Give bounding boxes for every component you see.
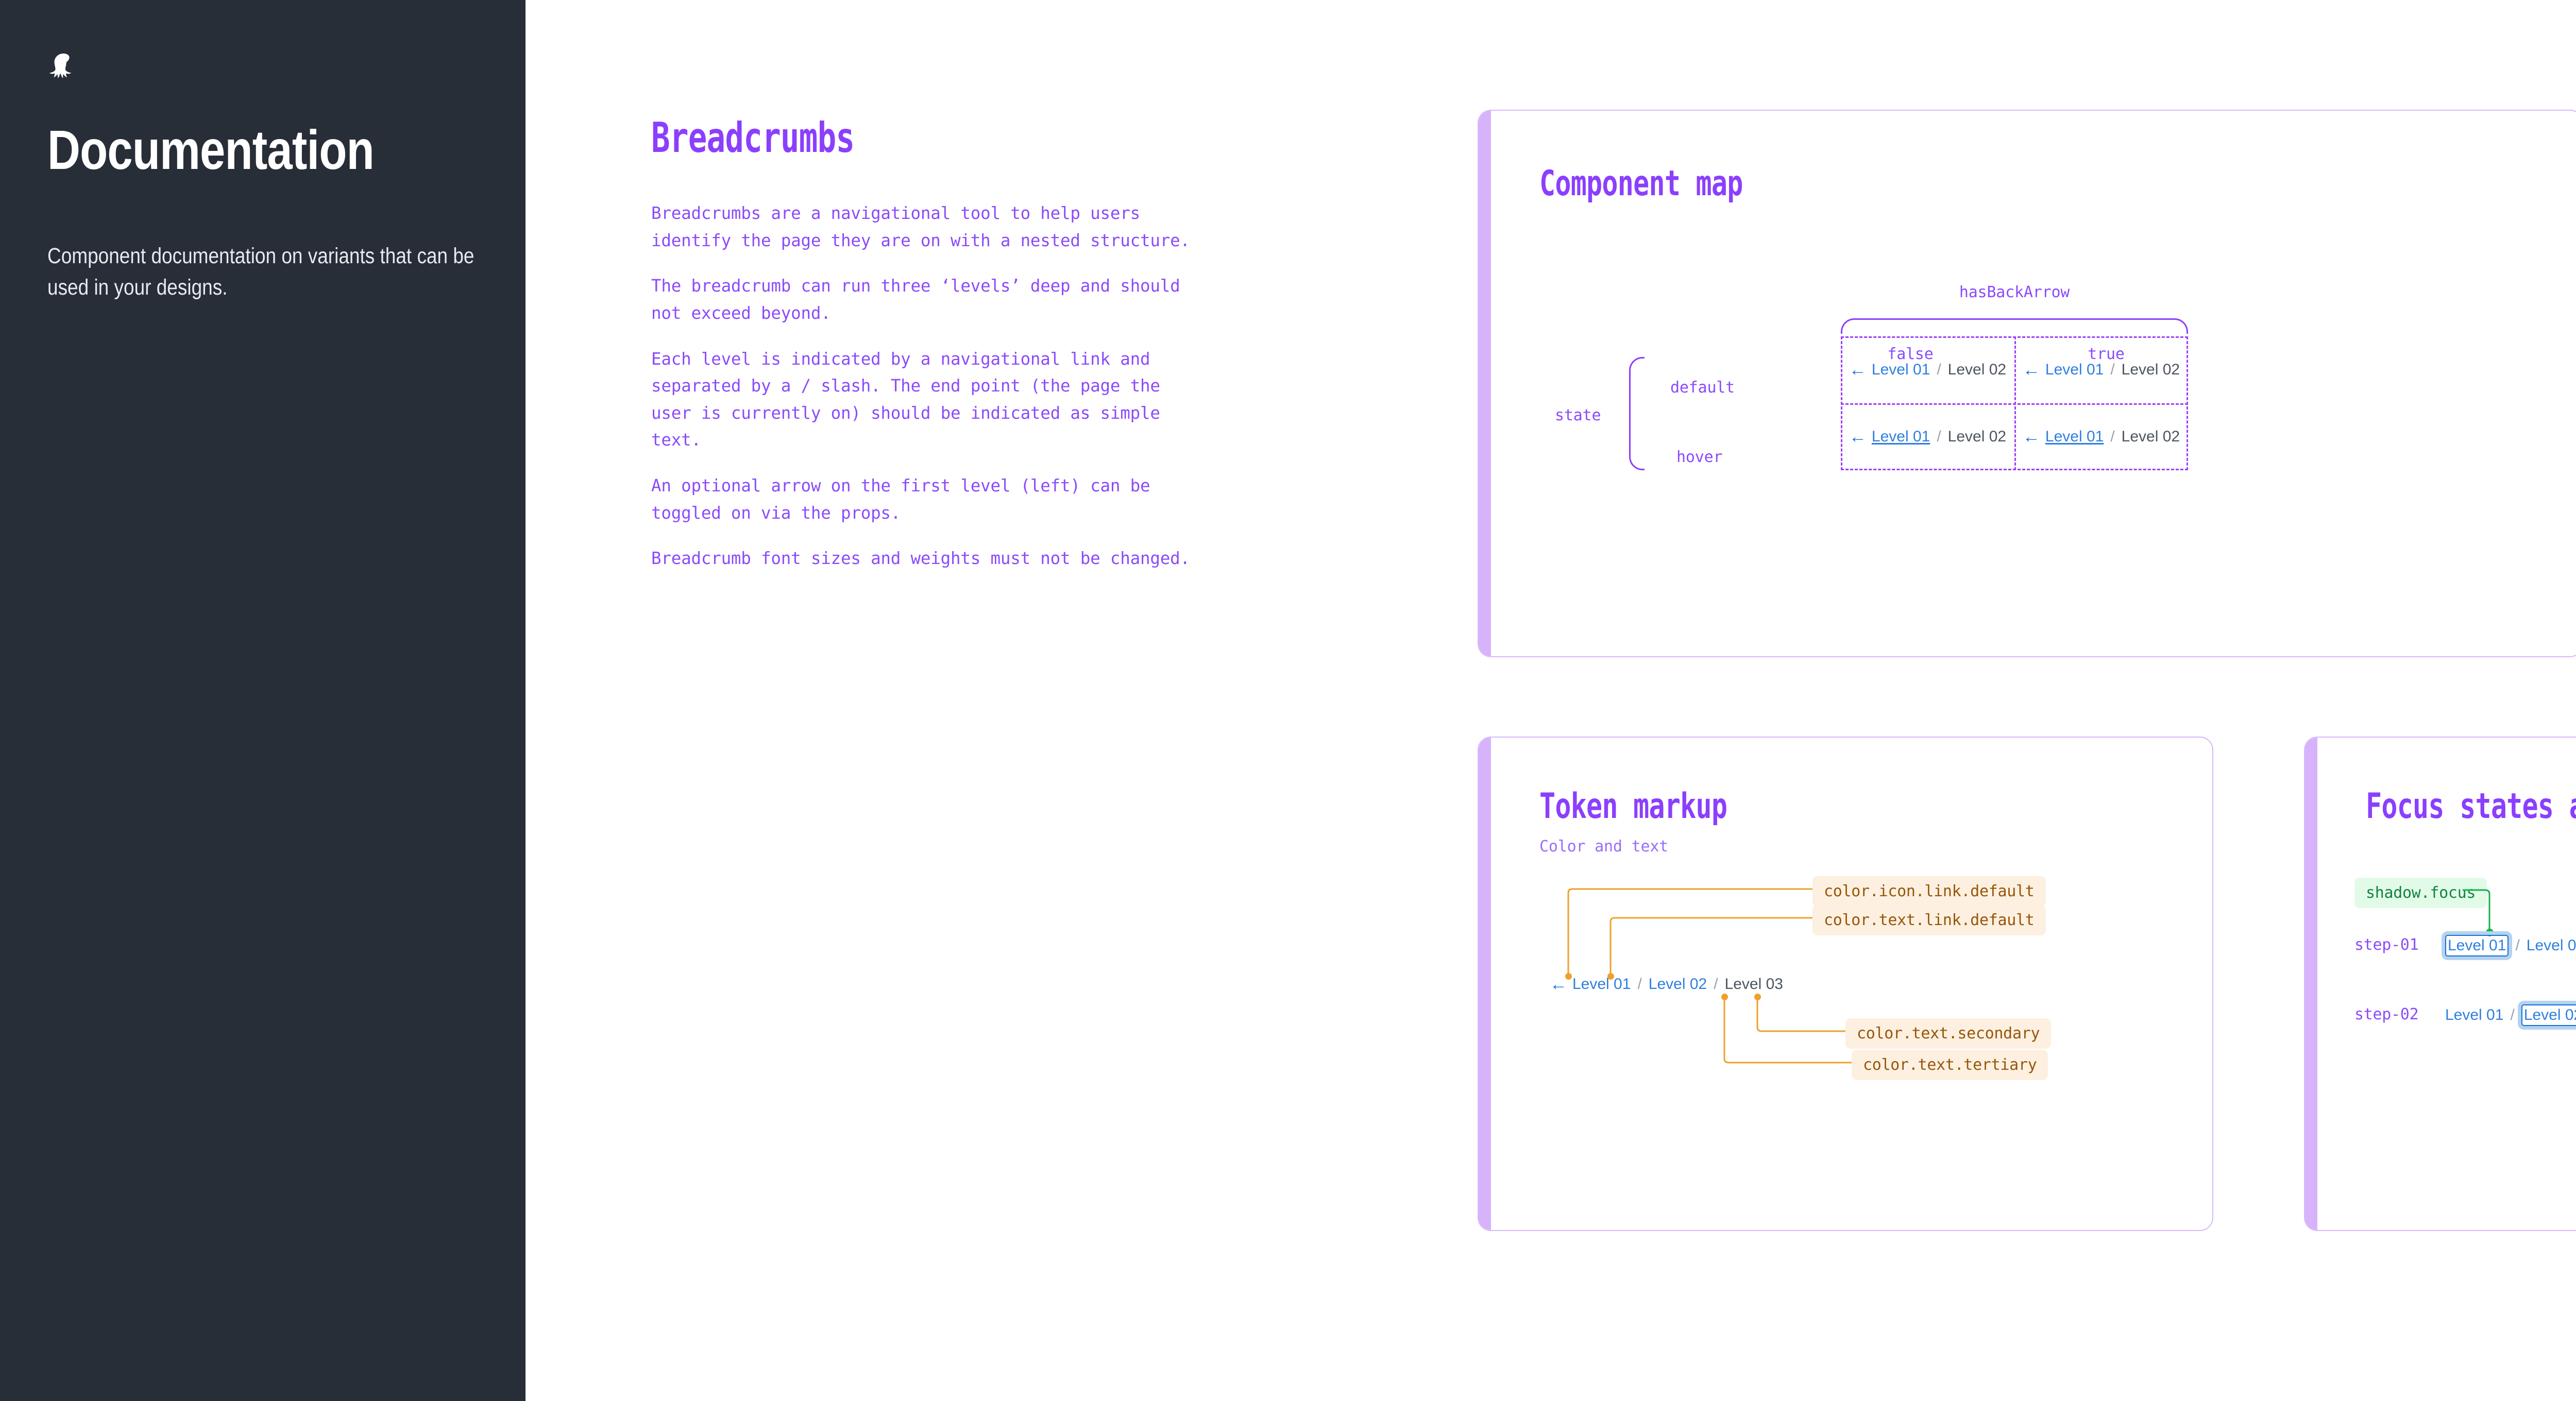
breadcrumb-separator: /: [2110, 361, 2115, 378]
token-chip: color.text.secondary: [1845, 1018, 2052, 1049]
card-title: Focus states and ordering: [2366, 786, 2576, 827]
state-value-hover: hover: [1676, 448, 1723, 466]
token-anchor-dot: [1754, 994, 1761, 1000]
sidebar-description: Component documentation on variants that…: [47, 244, 474, 300]
breadcrumb-link[interactable]: Level 01: [1572, 976, 1631, 993]
breadcrumb-link[interactable]: Level 02: [1648, 976, 1707, 993]
focus-step-row: Level 01 / Level 02 / Level 03: [2445, 1004, 2576, 1026]
token-anchor-dot: [1721, 994, 1728, 1000]
grid-divider-horizontal: [1841, 403, 2188, 405]
page-title: Documentation: [47, 118, 375, 181]
token-chip: color.text.tertiary: [1852, 1050, 2048, 1080]
breadcrumbs-doc-section: Breadcrumbs Breadcrumbs are a navigation…: [651, 117, 1197, 591]
breadcrumb: ← Level 01 / Level 02 / Level 03: [1550, 976, 1783, 993]
card-subtitle: Color and text: [1539, 838, 1669, 856]
state-axis-label: state: [1555, 406, 1601, 424]
breadcrumb-current: Level 02: [2121, 361, 2180, 378]
prop-axis-brace: [1841, 318, 2188, 334]
token-markup-card: Token markup Color and text color.icon.l…: [1478, 737, 2213, 1231]
back-arrow-icon[interactable]: ←: [2022, 427, 2040, 447]
breadcrumb-separator: /: [1714, 976, 1718, 993]
token-chip: color.icon.link.default: [1812, 876, 2046, 907]
focus-token-chip: shadow.focus: [2354, 878, 2487, 908]
variant-cell-default-false: ← Level 01 / Level 02: [1841, 336, 2014, 403]
breadcrumb-current: Level 02: [1947, 428, 2007, 445]
sidebar: Documentation Component documentation on…: [0, 0, 526, 1401]
breadcrumb-link[interactable]: Level 01: [2045, 361, 2104, 378]
breadcrumb-separator: /: [2515, 937, 2520, 954]
token-anchor-dot: [1565, 973, 1572, 980]
focus-anchor-dot: [2486, 929, 2494, 936]
breadcrumb-separator: /: [1937, 428, 1941, 445]
card-title: Component map: [1539, 163, 1743, 204]
breadcrumb-link[interactable]: Level 01: [2045, 428, 2104, 445]
doc-paragraph: The breadcrumb can run three ‘levels’ de…: [651, 276, 1180, 323]
step-label: step-02: [2354, 1005, 2419, 1023]
breadcrumb: ← Level 01 / Level 02: [2023, 428, 2180, 446]
prop-value-true: true: [2088, 345, 2125, 363]
breadcrumb: ← Level 01 / Level 02: [2023, 361, 2180, 379]
prop-axis-label: hasBackArrow: [1959, 283, 2070, 301]
focus-states-card: Focus states and ordering shadow.focus s…: [2304, 737, 2576, 1231]
breadcrumb: ← Level 01 / Level 02: [1849, 361, 2006, 379]
state-axis-brace: [1629, 357, 1645, 470]
breadcrumb-link-focused[interactable]: Level 01: [2445, 935, 2509, 956]
breadcrumb-link[interactable]: Level 01: [2445, 1006, 2504, 1023]
back-arrow-icon[interactable]: ←: [1550, 975, 1567, 994]
breadcrumb-current: Level 02: [2121, 428, 2180, 445]
token-chip: color.text.link.default: [1812, 905, 2046, 935]
doc-paragraph: Breadcrumbs are a navigational tool to h…: [651, 203, 1190, 250]
breadcrumb-current: Level 02: [1947, 361, 2007, 378]
breadcrumb-separator: /: [1937, 361, 1941, 378]
breadcrumb-link[interactable]: Level 01: [1871, 428, 1930, 445]
breadcrumb-link[interactable]: Level 01: [1871, 361, 1930, 378]
doc-paragraph: Breadcrumb font sizes and weights must n…: [651, 549, 1190, 569]
component-map-card: Component map hasBackArrow false true st…: [1478, 110, 2576, 657]
variant-cell-hover-false: ← Level 01 / Level 02: [1841, 403, 2014, 470]
breadcrumb-separator: /: [2110, 428, 2115, 445]
breadcrumb-current: Level 03: [1724, 976, 1783, 993]
prop-value-false: false: [1887, 345, 1934, 363]
back-arrow-icon[interactable]: ←: [1849, 427, 1867, 447]
section-heading: Breadcrumbs: [651, 114, 855, 162]
breadcrumb-separator: /: [1637, 976, 1642, 993]
variant-cell-hover-true: ← Level 01 / Level 02: [2014, 403, 2188, 470]
step-label: step-01: [2354, 936, 2419, 954]
doc-paragraph: An optional arrow on the first level (le…: [651, 476, 1150, 523]
breadcrumb-separator: /: [2510, 1006, 2515, 1023]
doc-paragraph: Each level is indicated by a navigationa…: [651, 349, 1160, 450]
focus-step-row: Level 01 / Level 02 / Level 03: [2445, 935, 2576, 956]
back-arrow-icon[interactable]: ←: [1849, 360, 1867, 380]
breadcrumb-link[interactable]: Level 02: [2526, 937, 2576, 954]
breadcrumb: ← Level 01 / Level 02: [1849, 428, 2006, 446]
octopus-icon: [49, 53, 72, 78]
token-anchor-dot: [1607, 973, 1614, 980]
back-arrow-icon[interactable]: ←: [2022, 360, 2040, 380]
card-title: Token markup: [1539, 786, 1727, 827]
breadcrumb-link-focused[interactable]: Level 02: [2521, 1004, 2576, 1026]
state-value-default: default: [1670, 379, 1735, 397]
variant-cell-default-true: ← Level 01 / Level 02: [2014, 336, 2188, 403]
